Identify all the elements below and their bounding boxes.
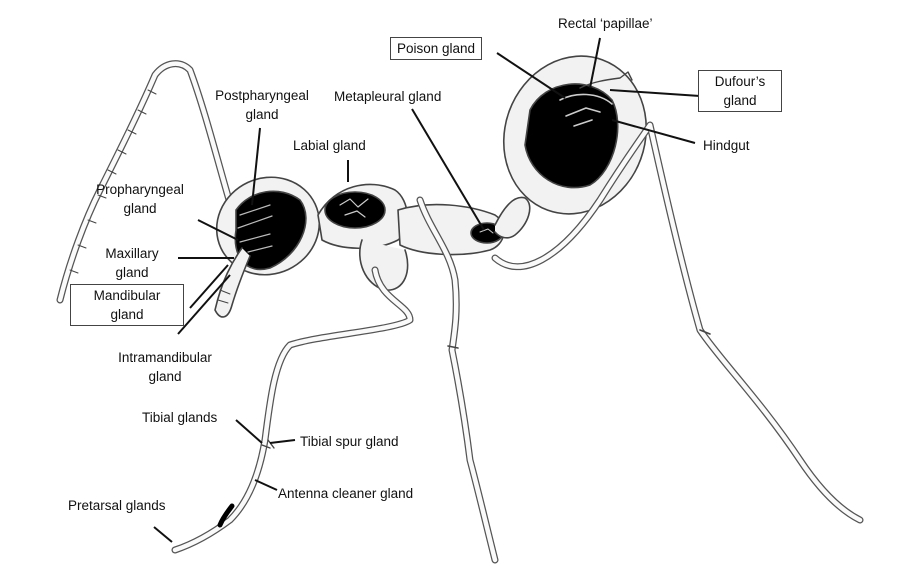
label-maxillary-line1: Maxillary: [92, 244, 172, 263]
petiole: [495, 197, 530, 237]
label-intramandibular-line1: Intramandibular: [105, 348, 225, 367]
label-intramandibular-line2: gland: [105, 367, 225, 386]
label-tibial-spur-gland: Tibial spur gland: [300, 432, 399, 451]
label-metapleural-gland: Metapleural gland: [334, 87, 441, 106]
label-pretarsal-glands: Pretarsal glands: [68, 496, 166, 515]
label-hindgut: Hindgut: [703, 136, 750, 155]
label-maxillary-line2: gland: [92, 263, 172, 282]
label-dufours-gland: Dufour’s gland: [698, 70, 782, 112]
label-tibial-glands: Tibial glands: [142, 408, 217, 427]
label-intramandibular-gland: Intramandibular gland: [105, 348, 225, 386]
label-mandibular-gland: Mandibular gland: [70, 284, 184, 326]
label-postpharyngeal-line1: Postpharyngeal: [202, 86, 322, 105]
label-maxillary-gland: Maxillary gland: [92, 244, 172, 282]
label-postpharyngeal-gland: Postpharyngeal gland: [202, 86, 322, 124]
label-labial-gland: Labial gland: [293, 136, 366, 155]
label-dufours-gland-line2: gland: [705, 91, 775, 110]
mesosoma: [318, 184, 504, 290]
label-mandibular-line1: Mandibular: [77, 286, 177, 305]
label-propharyngeal-gland: Propharyngeal gland: [85, 180, 195, 218]
label-antenna-cleaner-gland: Antenna cleaner gland: [278, 484, 413, 503]
label-rectal-papillae: Rectal ‘papillae’: [558, 14, 653, 33]
head: [201, 161, 336, 317]
label-poison-gland: Poison gland: [390, 37, 482, 60]
label-mandibular-line2: gland: [77, 305, 177, 324]
label-postpharyngeal-line2: gland: [202, 105, 322, 124]
label-propharyngeal-line2: gland: [85, 199, 195, 218]
label-dufours-gland-line1: Dufour’s: [705, 72, 775, 91]
label-propharyngeal-line1: Propharyngeal: [85, 180, 195, 199]
